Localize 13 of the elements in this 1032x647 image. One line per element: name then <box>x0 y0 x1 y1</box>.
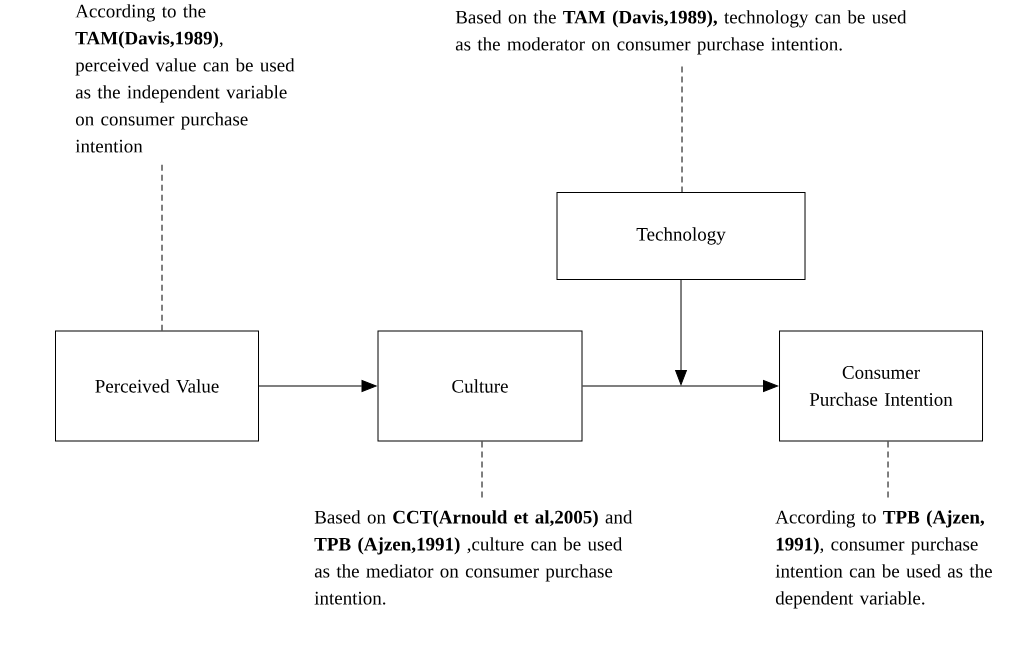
arrow <box>675 279 687 386</box>
box: Culture <box>377 330 583 442</box>
box: Technology <box>556 192 806 280</box>
arrow <box>582 380 779 392</box>
leader-line <box>681 66 683 193</box>
arrow <box>258 380 377 392</box>
leader-line <box>161 164 163 331</box>
box: Perceived Value <box>55 330 259 442</box>
box: Consumer Purchase Intention <box>779 330 983 442</box>
annotation-text: According to the TAM(Davis,1989), perceived value can be used as the independent variable on consumer purchase intention <box>75 4 295 153</box>
annotation-text: Based on CCT(Arnould et al,2005) and TPB (Ajzen,1991) ,culture can be used as the mediator on consumer purchase intention. <box>314 510 633 605</box>
annotation-text: Based on the TAM (Davis,1989), technology can be used as the moderator on consumer purchase intention. <box>455 10 907 55</box>
annotation-text: According to TPB (Ajzen, 1991), consumer purchase intention can be used as the dependent variable. <box>775 510 992 609</box>
